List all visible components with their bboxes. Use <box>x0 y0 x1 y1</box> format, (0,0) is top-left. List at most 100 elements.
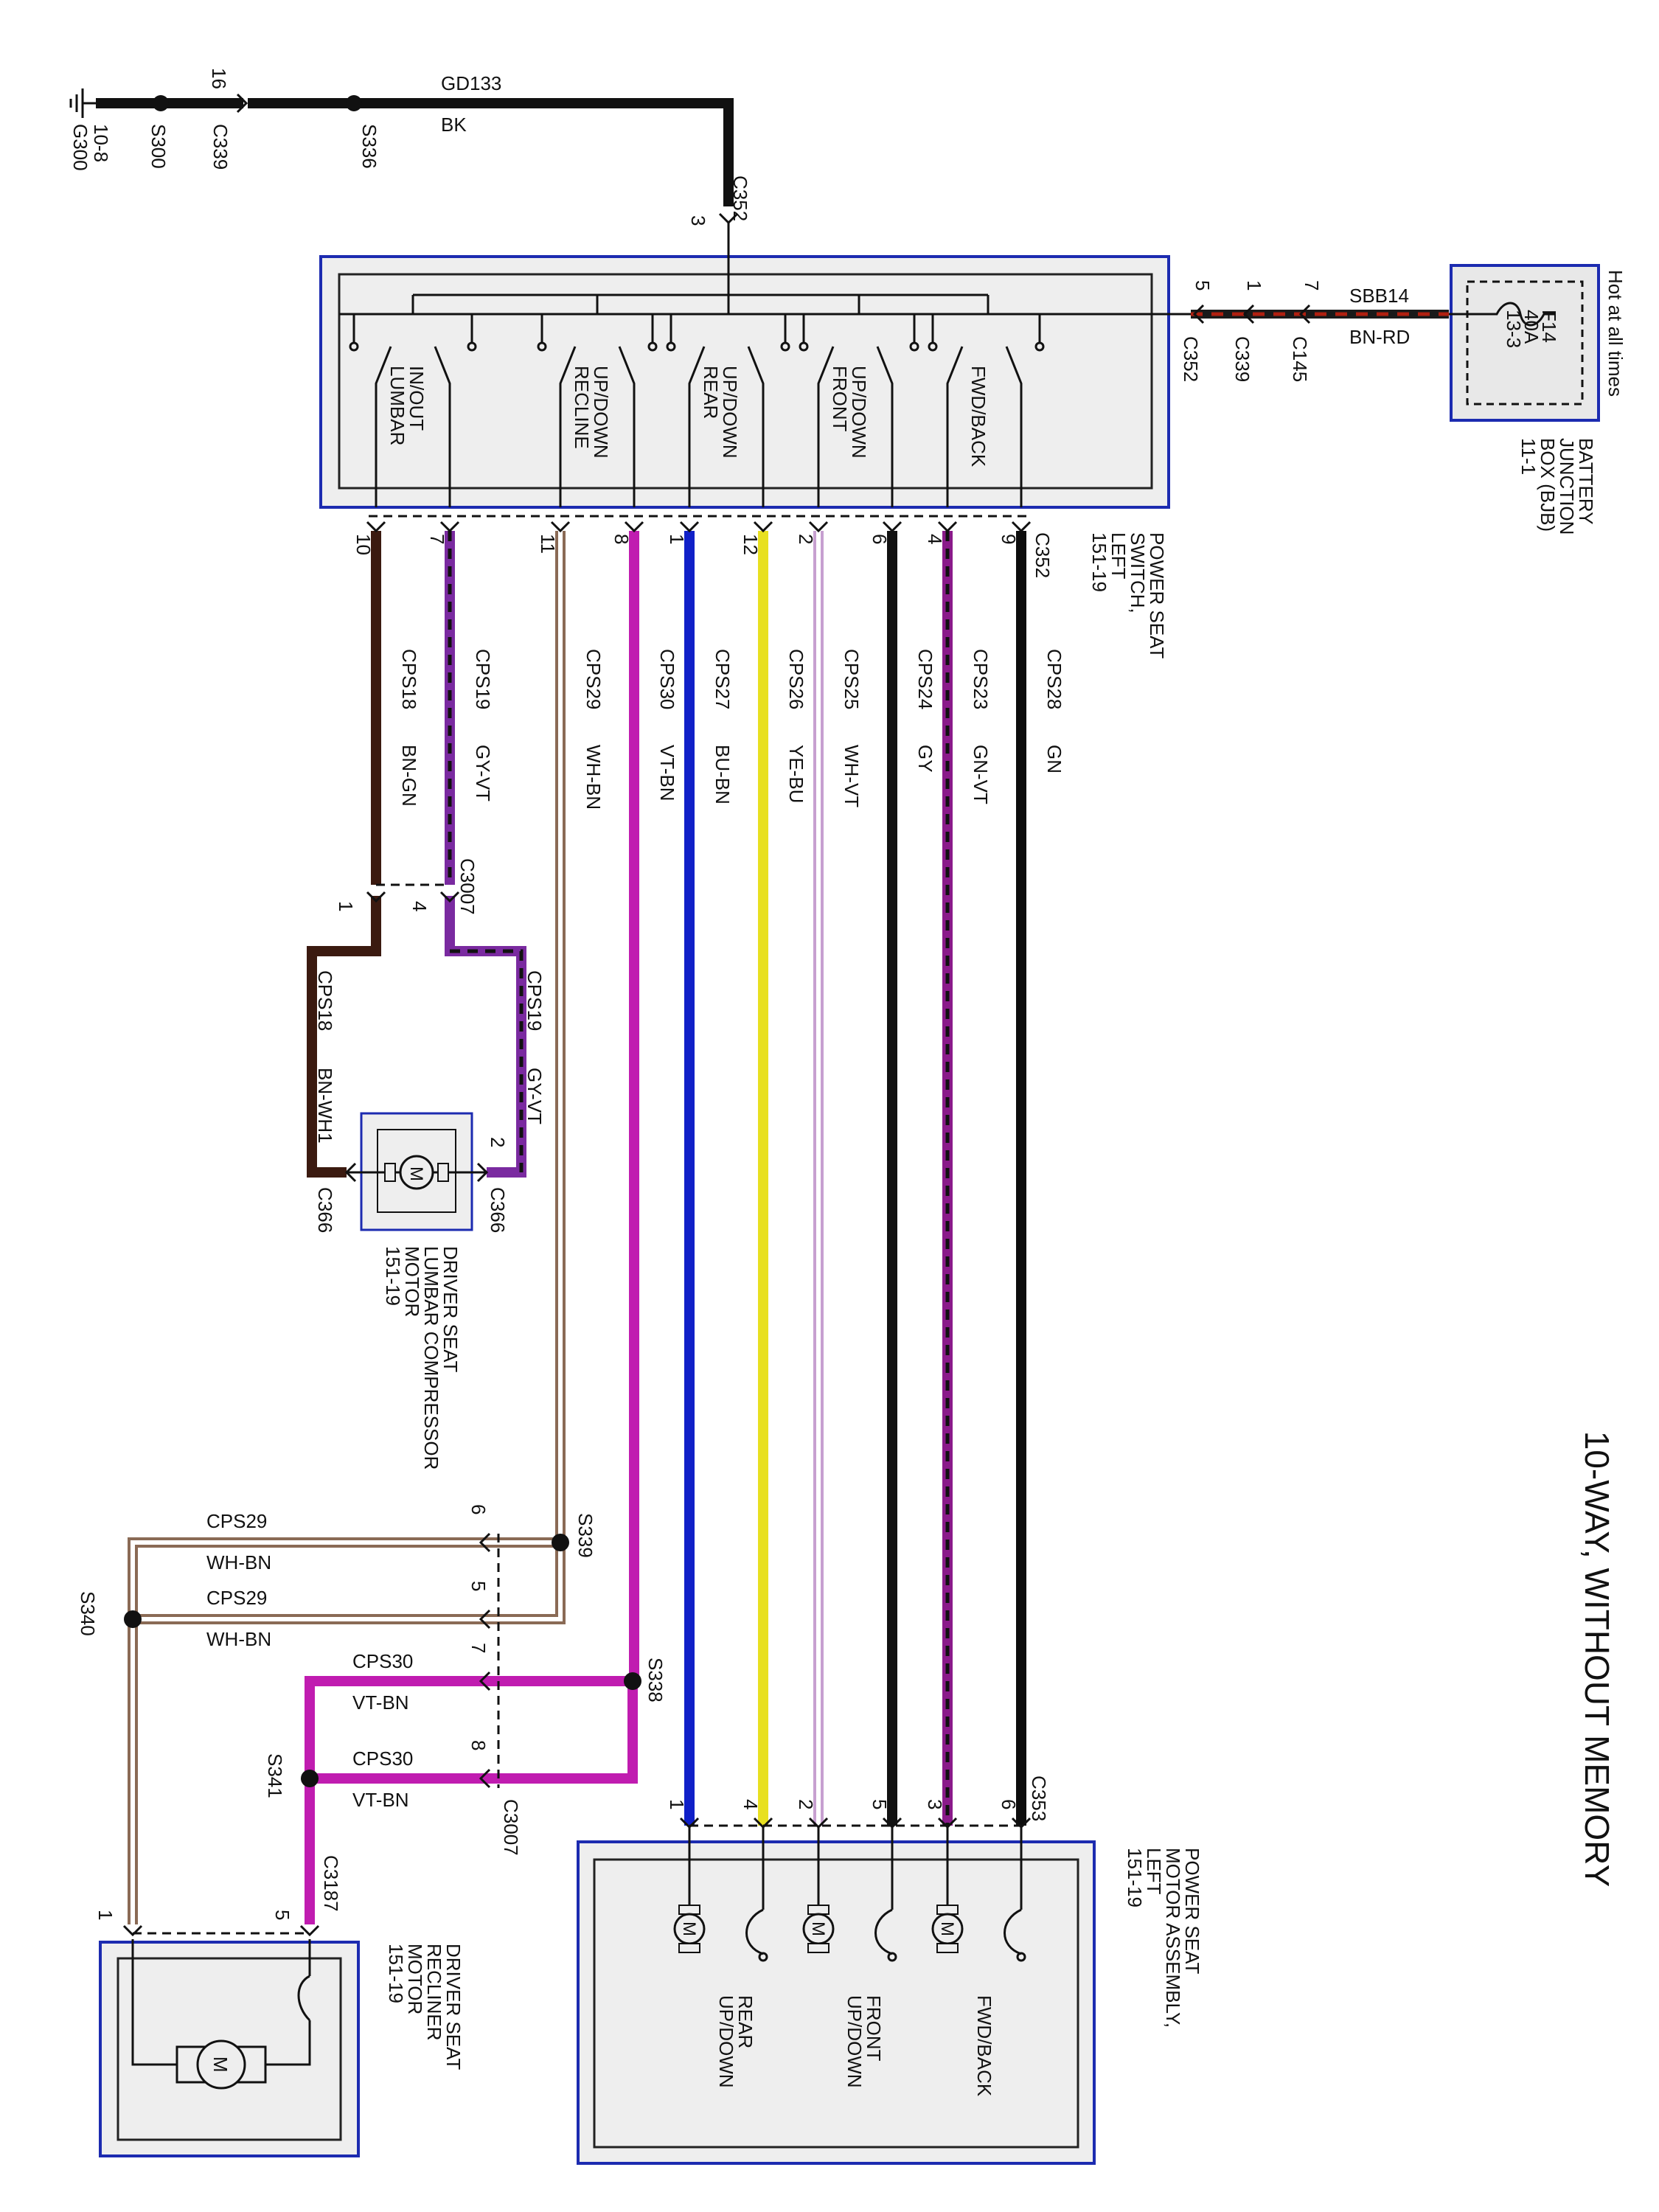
lumbar-cps18-color: BN-WH1 <box>314 1068 336 1144</box>
sbb14-label: SBB14 <box>1349 285 1409 307</box>
c352-pin-arrow-icon <box>937 521 958 533</box>
g300-label: G300 <box>69 124 91 171</box>
c366-a-label: C366 <box>314 1187 336 1233</box>
switch-label-4: 151-19 <box>1088 532 1110 592</box>
wire-circuit-label: CPS18 <box>398 649 420 709</box>
c353-pin-label: 6 <box>998 1799 1020 1809</box>
c352-power-label: C352 <box>1180 336 1202 382</box>
seat-motor-m: M <box>679 1921 699 1936</box>
c3007-pin5-arrow-icon <box>479 1609 491 1630</box>
s300-label: S300 <box>147 124 170 169</box>
c352-pin-label: 2 <box>795 534 817 544</box>
c352-pin-arrow-icon <box>882 521 902 533</box>
s341-label: S341 <box>264 1753 286 1798</box>
recline-wire-cps29-a <box>128 1416 566 1924</box>
fuse-f14-icon <box>1449 302 1556 327</box>
seat-motor-m: M <box>937 1921 957 1936</box>
c3007-pin4-arrow-icon <box>439 891 460 903</box>
sbb14-color-label: BN-RD <box>1349 326 1410 348</box>
switch-section-recline-l2: RECLINE <box>571 366 593 449</box>
switch-section-front-l1: UP/DOWN <box>848 366 870 459</box>
c353-label: C353 <box>1028 1775 1050 1821</box>
c3007-lumbar-label: C3007 <box>456 858 479 915</box>
recline-whbn-b-label: WH-BN <box>206 1628 271 1650</box>
c339-power-label: C339 <box>1231 336 1253 382</box>
lumbar-cps18-label: CPS18 <box>314 970 336 1031</box>
wire-circuit-label: CPS25 <box>841 649 863 709</box>
switch-section-lumbar-l1: IN/OUT <box>406 366 428 431</box>
lumbar-motor-icon <box>399 1155 434 1190</box>
c352-pin-label: 9 <box>998 534 1020 544</box>
c366-a-arrow-icon <box>344 1162 357 1183</box>
motor-fwdback-label: FWD/BACK <box>973 1995 995 2097</box>
c352-pin5-arrow-icon <box>1192 304 1205 324</box>
c3187-pin1-label: 1 <box>94 1910 116 1920</box>
ground-symbol-icon <box>69 88 96 118</box>
g300-ref-label: 10-8 <box>90 124 112 162</box>
c352-pin-arrow-icon <box>624 521 644 533</box>
lumbar-motor-label-4: 151-19 <box>382 1246 404 1306</box>
splice-s340 <box>124 1610 142 1628</box>
lumbar-motor-m: M <box>406 1166 426 1181</box>
motor-front-label-1: FRONT <box>863 1995 885 2062</box>
c366-b-label: C366 <box>487 1187 509 1233</box>
c352-pin-label: 6 <box>869 534 891 544</box>
c352-pin-label: 8 <box>611 534 633 544</box>
lumbar-wire-cps18 <box>307 896 381 1178</box>
wire-color-label: GN-VT <box>970 745 992 804</box>
motor-front-label-2: UP/DOWN <box>844 1995 866 2088</box>
c352-pin-label: 12 <box>740 534 762 555</box>
wire-color-label: GY-VT <box>472 745 494 801</box>
motor-assembly-label-3: LEFT <box>1143 1848 1165 1895</box>
c3187-pin1-arrow-icon <box>122 1924 143 1937</box>
recliner-label-3: MOTOR <box>404 1944 426 2014</box>
wire-color-label: YE-BU <box>785 745 807 803</box>
c366-b-arrow-icon <box>476 1162 489 1183</box>
c3007-pin8-arrow-icon <box>479 1768 491 1789</box>
recline-vtbn-b-label: VT-BN <box>352 1789 409 1811</box>
s339-label: S339 <box>574 1513 597 1558</box>
limit-switch-icon <box>874 1908 897 1962</box>
switch-section-front-l2: FRONT <box>829 366 851 432</box>
lumbar-cps19-label: CPS19 <box>524 970 546 1031</box>
fuse-ref-label: 13-3 <box>1503 310 1525 348</box>
motor-rear-label-1: REAR <box>734 1995 757 2048</box>
c353-pin-label: 5 <box>869 1799 891 1809</box>
ground-wire-gd133 <box>248 98 734 206</box>
motor-assembly-label-2: MOTOR ASSEMBLY, <box>1162 1848 1184 2028</box>
c3007-pin1-label: 1 <box>335 901 357 911</box>
switch-contacts <box>349 314 1045 352</box>
wire-circuit-label: CPS24 <box>914 649 936 709</box>
bjb-label-3: BOX (BJB) <box>1537 438 1559 532</box>
s340-label: S340 <box>77 1591 99 1636</box>
seat-motor-icon: M <box>802 1905 835 1953</box>
bjb-box <box>1450 264 1600 422</box>
bjb-label-2: JUNCTION <box>1556 438 1578 535</box>
c145-pin7-label: 7 <box>1301 280 1323 291</box>
s336-label: S336 <box>358 124 380 169</box>
c352-pin5-label: 5 <box>1192 280 1214 291</box>
c145-label: C145 <box>1289 336 1311 382</box>
seat-motor-icon: M <box>931 1905 964 1953</box>
c353-pin-label: 1 <box>666 1799 688 1809</box>
splice-s338 <box>624 1672 641 1690</box>
c3007-pin4-label: 4 <box>408 901 431 911</box>
hot-at-all-times-label: Hot at all times <box>1604 270 1627 397</box>
c339-label: C339 <box>209 124 232 170</box>
splice-s341 <box>301 1770 319 1787</box>
motor-rear-label-2: UP/DOWN <box>715 1995 737 2088</box>
wire-color-label: BN-GN <box>398 745 420 807</box>
c352-pin-label: 10 <box>352 534 375 555</box>
switch-label-3: LEFT <box>1107 532 1130 580</box>
wire-color-label: BU-BN <box>712 745 734 804</box>
c352-pin-label: 1 <box>666 534 688 544</box>
c339-pin-label: 16 <box>208 68 230 89</box>
